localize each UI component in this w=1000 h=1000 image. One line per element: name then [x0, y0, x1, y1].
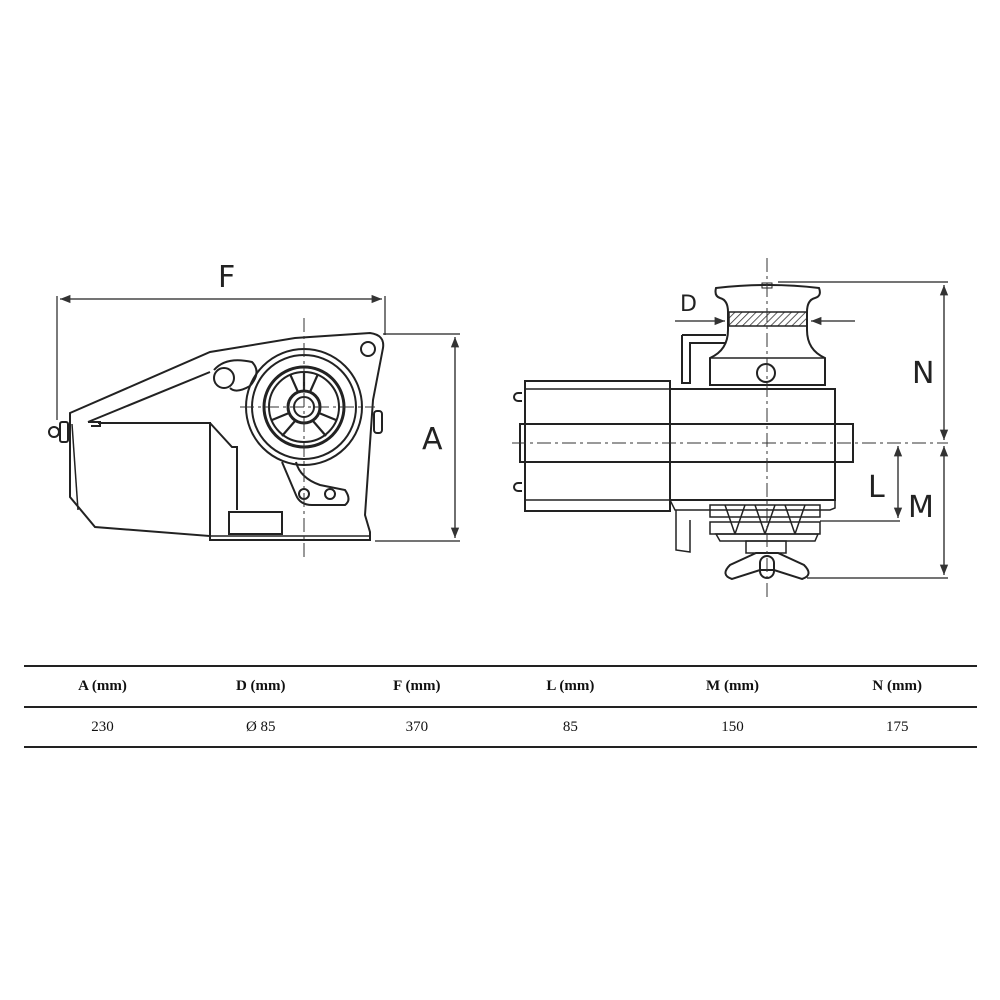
front-view [512, 258, 949, 600]
value-n: 175 [817, 707, 977, 748]
header-f: F (mm) [340, 665, 494, 708]
dimension-label-m: M [908, 490, 934, 525]
table-row: 230 Ø 85 370 85 150 175 [24, 707, 977, 748]
table-header-row: A (mm) D (mm) F (mm) L (mm) M (mm) N (mm… [24, 665, 977, 708]
header-a: A (mm) [24, 665, 181, 708]
value-m: 150 [647, 707, 818, 748]
technical-drawing: F A D N L M [48, 258, 949, 600]
header-d: D (mm) [180, 665, 341, 708]
value-a: 230 [24, 707, 181, 748]
header-n: N (mm) [817, 665, 977, 708]
dimension-label-d: D [680, 292, 697, 317]
header-m: M (mm) [647, 665, 818, 708]
dimensions-table: A (mm) D (mm) F (mm) L (mm) M (mm) N (mm… [24, 665, 977, 748]
dimension-label-n: N [912, 356, 934, 391]
value-f: 370 [340, 707, 494, 748]
value-d: Ø 85 [180, 707, 341, 748]
side-view [48, 294, 460, 560]
value-l: 85 [493, 707, 648, 748]
dimension-label-l: L [868, 470, 885, 505]
dimension-label-a: A [422, 422, 443, 457]
dimension-label-f: F [218, 260, 235, 295]
header-l: L (mm) [493, 665, 648, 708]
